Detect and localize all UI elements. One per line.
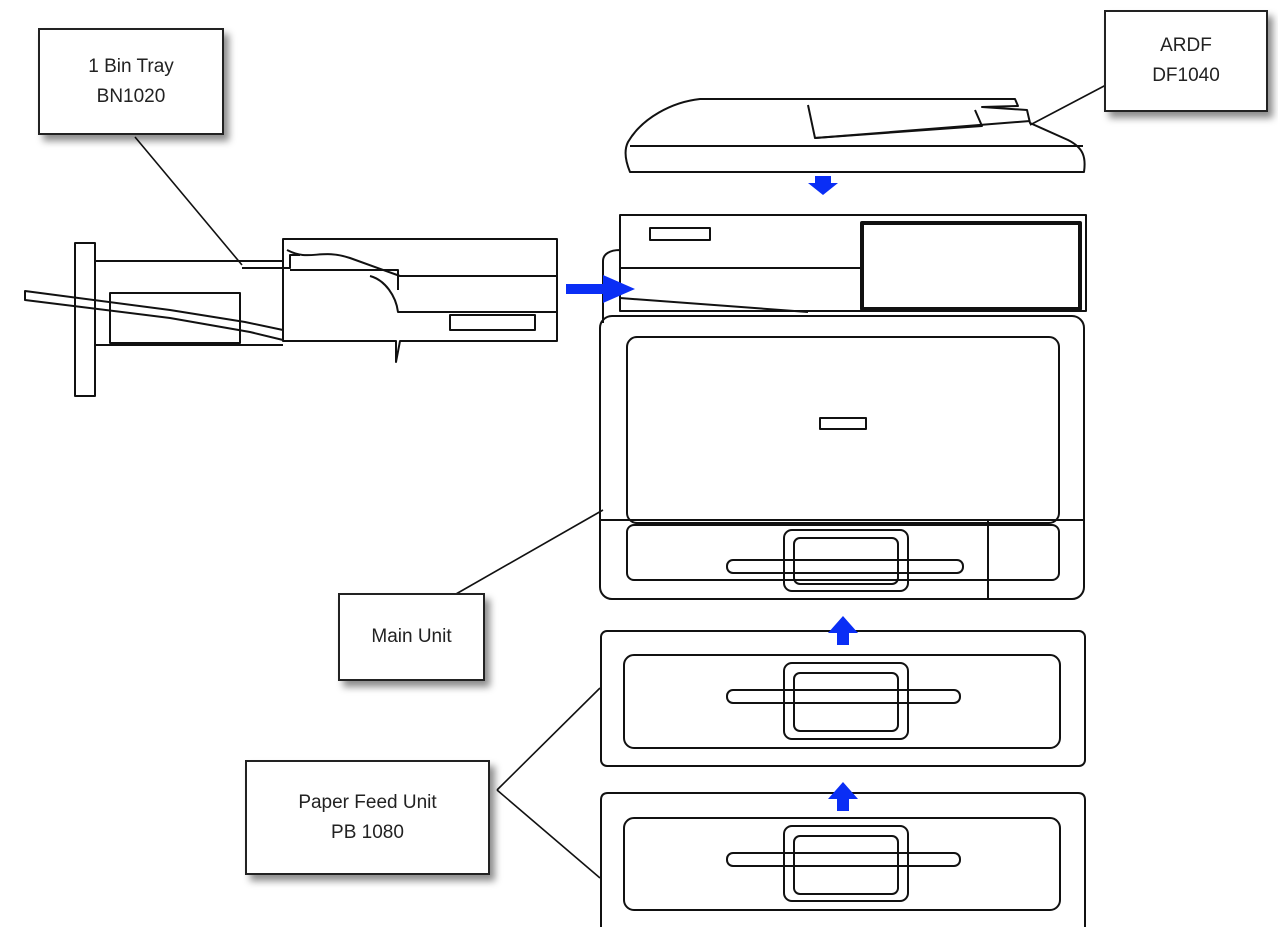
main-unit-upper [602, 214, 1087, 323]
arrow-layer [566, 176, 858, 811]
bin-tray-inner-panel [109, 292, 241, 344]
scanner-body [619, 214, 1087, 312]
feed1-handle-frame [783, 662, 909, 740]
leader-lines [134, 84, 1107, 879]
bin-tray-handle [449, 314, 536, 331]
output-tray-edge [602, 249, 809, 313]
feed2-frame [623, 817, 1061, 911]
tray1-outline [626, 524, 1060, 581]
ardf-label-line2: DF1040 [1152, 65, 1220, 86]
paper-feed-unit-2 [600, 792, 1086, 927]
feed1-outline [600, 630, 1086, 767]
status-slot [649, 227, 711, 241]
bin-tray-label-line2: BN1020 [96, 85, 166, 107]
bin-tray-sheet [24, 290, 284, 341]
ardf-label-line1: ARDF [1160, 35, 1212, 56]
main-unit-leader-line [455, 509, 604, 595]
tray1-handle-bar [726, 559, 964, 574]
bin-tray-callout: 1 Bin Tray BN1020 [38, 28, 224, 135]
bin-tray-leader-line [134, 136, 243, 266]
feed1-frame [623, 654, 1061, 749]
bin-tray-slope [369, 275, 556, 313]
bin-tray-label-line1: 1 Bin Tray [88, 55, 174, 77]
feed2-outline [600, 792, 1086, 927]
feed-unit-2-up-arrow [828, 782, 858, 811]
main-unit-callout: Main Unit [338, 593, 485, 681]
paper-feed-label-line2: PB 1080 [331, 821, 404, 843]
ardf-leader-line [1029, 84, 1107, 126]
paper-feed-leader-line-2 [496, 789, 601, 879]
feed2-handle-frame [783, 825, 909, 902]
bin-tray-end-plate [74, 242, 96, 397]
main-body-outline [599, 315, 1085, 600]
ardf-unit [624, 98, 1086, 173]
bin-tray-ramp [286, 249, 556, 277]
paper-feed-label-line1: Paper Feed Unit [298, 791, 437, 813]
front-badge [819, 417, 867, 430]
feed2-handle-bar [726, 852, 961, 867]
paper-feed-callout: Paper Feed Unit PB 1080 [245, 760, 490, 875]
bin-tray-right-arrow [566, 275, 635, 303]
front-cover [626, 336, 1060, 524]
ardf-tray-edge [814, 120, 1031, 139]
main-unit-lower [599, 315, 1085, 600]
ardf-body [624, 98, 1086, 173]
bin-tray-exit [290, 269, 399, 290]
operation-panel [860, 221, 1082, 311]
feed-unit-1-up-arrow [828, 616, 858, 645]
bin-tray-bracket [242, 254, 300, 269]
bin-tray-main-body [282, 238, 558, 363]
paper-feed-leader-line-1 [496, 687, 601, 791]
ardf-down-arrow [808, 176, 838, 195]
ardf-doc-tray [807, 104, 983, 139]
bin-tray-unit [24, 238, 558, 397]
ardf-callout: ARDF DF1040 [1104, 10, 1268, 112]
paper-feed-unit-1 [600, 630, 1086, 767]
feed1-handle-bar [726, 689, 961, 704]
main-unit-label: Main Unit [371, 626, 452, 647]
